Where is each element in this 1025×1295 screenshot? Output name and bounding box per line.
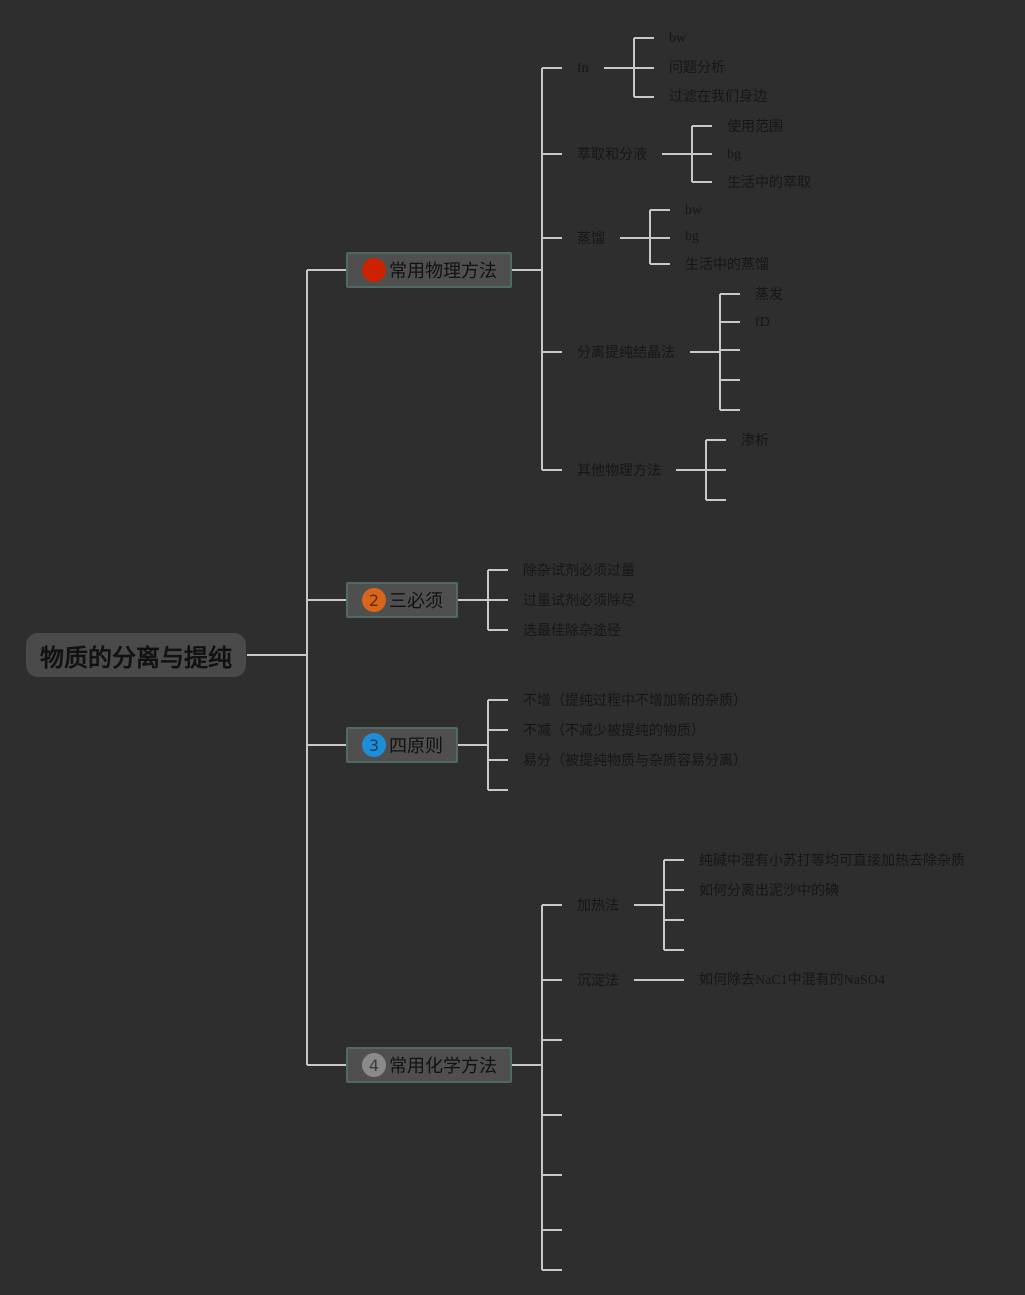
subtopic-heating[interactable]: 加热法 <box>577 898 619 914</box>
leaf-distillation-1[interactable]: bw <box>685 203 703 218</box>
branch-three-musts[interactable]: 2 三必须 <box>346 582 458 618</box>
root-topic[interactable]: 物质的分离与提纯 <box>26 633 246 677</box>
leaf-must-1[interactable]: 除杂试剂必须过量 <box>523 563 635 579</box>
number-badge-icon: 2 <box>362 588 386 612</box>
root-label: 物质的分离与提纯 <box>40 643 232 672</box>
branch-label: 常用物理方法 <box>389 261 497 282</box>
number-badge-icon: 3 <box>362 733 386 757</box>
leaf-fn-1[interactable]: bw <box>669 31 687 46</box>
leaf-extraction-2[interactable]: bg <box>727 147 741 162</box>
leaf-must-2[interactable]: 过量试剂必须除尽 <box>523 593 635 609</box>
leaf-must-3[interactable]: 选最佳除杂途径 <box>523 623 621 639</box>
branch-chemical-methods[interactable]: 4 常用化学方法 <box>346 1047 512 1083</box>
branch-physical-methods[interactable]: 1 常用物理方法 <box>346 252 512 288</box>
subtopic-precipitation[interactable]: 沉淀法 <box>577 973 619 989</box>
subtopic-crystallization[interactable]: 分离提纯结晶法 <box>577 345 675 361</box>
subtopic-other[interactable]: 其他物理方法 <box>577 463 661 479</box>
leaf-fn-2[interactable]: 问题分析 <box>669 60 725 76</box>
leaf-extraction-3[interactable]: 生活中的萃取 <box>727 175 811 191</box>
subtopic-extraction[interactable]: 萃取和分液 <box>577 147 647 163</box>
number-badge-icon: 1 <box>362 258 386 282</box>
leaf-crystallization-2[interactable]: fD <box>755 315 770 330</box>
subtopic-fn[interactable]: fn <box>577 61 589 76</box>
leaf-crystallization-1[interactable]: 蒸发 <box>755 287 783 303</box>
branch-label: 三必须 <box>389 591 443 612</box>
leaf-principle-3[interactable]: 易分（被提纯物质与杂质容易分离） <box>523 753 747 769</box>
subtopic-distillation[interactable]: 蒸馏 <box>577 231 605 247</box>
leaf-principle-2[interactable]: 不减（不减少被提纯的物质） <box>523 723 705 739</box>
leaf-fn-3[interactable]: 过滤在我们身边 <box>669 89 767 105</box>
leaf-heating-1[interactable]: 纯碱中混有小苏打等均可直接加热去除杂质 <box>699 853 965 869</box>
number-badge-icon: 4 <box>362 1053 386 1077</box>
leaf-principle-1[interactable]: 不增（提纯过程中不增加新的杂质） <box>523 693 747 709</box>
leaf-extraction-1[interactable]: 使用范围 <box>727 119 783 135</box>
branch-four-principles[interactable]: 3 四原则 <box>346 727 458 763</box>
leaf-distillation-3[interactable]: 生活中的蒸馏 <box>685 257 769 273</box>
leaf-other-1[interactable]: 渗析 <box>741 433 769 449</box>
leaf-heating-2[interactable]: 如何分离出泥沙中的碘 <box>699 883 839 899</box>
leaf-distillation-2[interactable]: bg <box>685 229 699 244</box>
branch-label: 常用化学方法 <box>389 1056 497 1077</box>
leaf-precipitation-1[interactable]: 如何除去NaC1中混有的NaSO4 <box>699 973 885 988</box>
branch-label: 四原则 <box>389 736 443 757</box>
